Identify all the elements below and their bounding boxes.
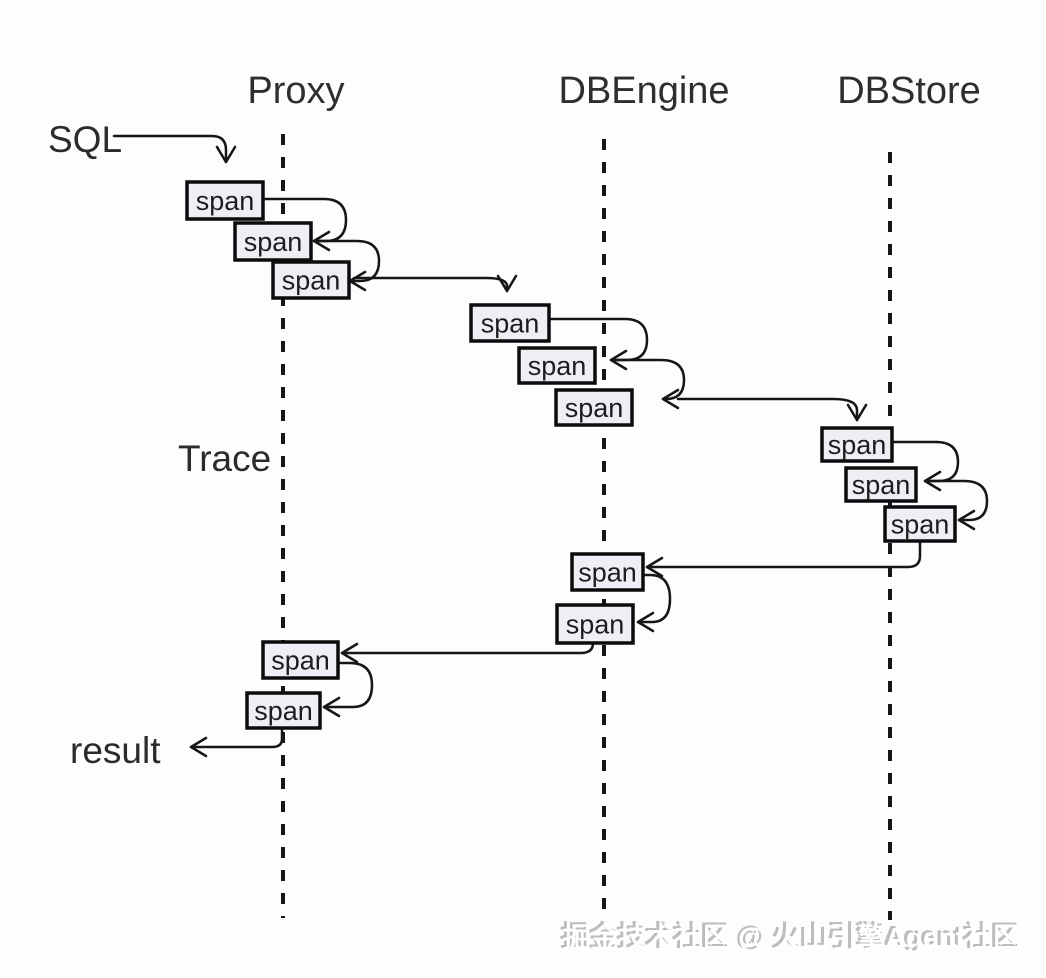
flow-arrows [112,134,989,758]
result-label: result [70,730,161,771]
dbstore-span-2: span [844,466,918,503]
arrow-dbengine-return-span1-to-span2 [636,573,672,633]
span-box [555,603,635,645]
sql-label: SQL [48,119,122,160]
span-label: span [481,309,540,339]
arrow-dbengine-return-to-proxy [340,641,595,664]
span-box [271,260,351,300]
dbengine-return-span-2: span [555,603,635,645]
span-box [185,180,265,221]
dbengine-request-span-3: span [554,388,634,427]
lifeline-header-dbengine: DBEngine [558,70,729,112]
dbengine-request-span-1: span [469,303,551,343]
lifeline-header-dbstore: DBStore [837,70,981,112]
span-box [570,552,645,592]
arrow-dbengine-to-dbstore [676,397,868,422]
arrow-sql-into-proxy [112,134,237,164]
span-box [554,388,634,427]
arrow-proxy-to-dbengine [352,274,518,293]
proxy-return-span-2: span [245,691,322,730]
span-label: span [578,558,637,588]
span-box [245,691,322,730]
lifelines: Proxy DBEngine DBStore [247,70,981,920]
span-label: span [254,696,313,726]
arrow-dbstore-return-to-dbengine [645,539,922,578]
span-label: span [244,227,303,257]
lifeline-header-proxy: Proxy [247,70,344,112]
span-box [883,505,957,543]
span-label: span [528,351,587,381]
arrow-result-out [189,726,284,758]
arrow-dbengine-span2-to-span3 [615,358,686,410]
span-label: span [271,646,330,676]
span-box [844,466,918,503]
proxy-request-span-3: span [271,260,351,300]
span-box [261,640,340,680]
span-box [233,221,313,262]
proxy-return-span-1: span [261,640,340,680]
watermark: 掘金技术社区 @ 火山引擎Agent社区 [563,921,1021,953]
span-boxes: span span span span span span span span span span… [185,180,957,730]
arrow-proxy-span2-to-span3 [316,239,381,292]
dbstore-span-3: span [883,505,957,543]
span-label: span [196,186,255,216]
span-label: span [282,266,341,296]
dbstore-span-1: span [820,426,894,463]
proxy-request-span-1: span [185,180,265,221]
watermark-shadow: 掘金技术社区 @ 火山引擎Agent社区 [560,919,1018,951]
arrow-proxy-return-span1-to-span2 [322,661,374,718]
span-label: span [891,510,950,540]
span-box [517,346,597,385]
span-box [820,426,894,463]
span-label: span [828,430,887,460]
span-label: span [565,393,624,423]
dbengine-request-span-2: span [517,346,597,385]
span-label: span [566,610,625,640]
dbengine-return-span-1: span [570,552,645,592]
proxy-request-span-2: span [233,221,313,262]
arrow-dbstore-span2-to-span3 [926,479,989,531]
span-label: span [852,470,911,500]
span-box [469,303,551,343]
trace-label: Trace [178,438,271,479]
